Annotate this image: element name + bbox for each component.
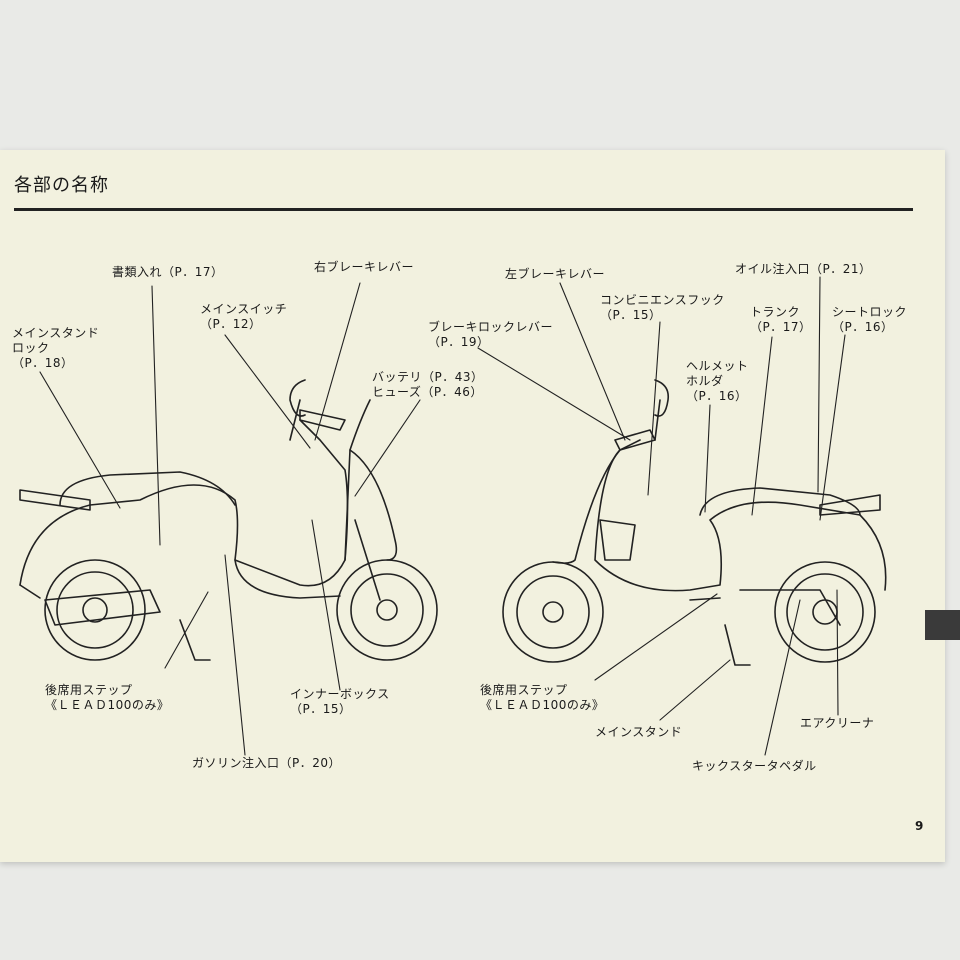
label-brake-lock-lever: ブレーキロックレバー （P．19） bbox=[428, 320, 554, 349]
label-left-brake-lever: 左ブレーキレバー bbox=[505, 267, 606, 281]
scooter-right-side-view bbox=[19, 379, 438, 661]
label-convenience-hook: コンビニエンスフック （P．15） bbox=[600, 293, 725, 322]
section-title: 各部の名称 bbox=[14, 175, 109, 196]
label-battery-fuse: バッテリ（P．43） ヒューズ（P．46） bbox=[372, 370, 484, 399]
manual-page bbox=[0, 150, 945, 862]
page-number: 9 bbox=[915, 819, 924, 833]
title-rule bbox=[14, 208, 913, 211]
section-tab bbox=[925, 610, 960, 640]
label-inner-box: インナーボックス （P．15） bbox=[290, 687, 390, 716]
label-right-brake-lever: 右ブレーキレバー bbox=[314, 260, 415, 274]
label-main-stand-lock: メインスタンド ロック （P．18） bbox=[12, 326, 100, 370]
scooter-left-side-view bbox=[502, 379, 887, 666]
label-kick-starter-pedal: キックスタータペダル bbox=[692, 759, 817, 773]
label-trunk: トランク （P．17） bbox=[750, 305, 812, 334]
label-seat-lock: シートロック （P．16） bbox=[832, 305, 908, 334]
label-helmet-holder: ヘルメット ホルダ （P．16） bbox=[686, 359, 749, 403]
label-oil-inlet: オイル注入口（P．21） bbox=[735, 262, 872, 276]
leader-lines bbox=[39, 276, 846, 756]
label-rear-step-left: 後席用ステップ 《ＬＥＡＤ100のみ》 bbox=[45, 683, 170, 712]
label-air-cleaner: エアクリーナ bbox=[800, 716, 875, 730]
label-rear-step-right: 後席用ステップ 《ＬＥＡＤ100のみ》 bbox=[480, 683, 605, 712]
label-main-stand: メインスタンド bbox=[595, 725, 683, 739]
label-main-switch: メインスイッチ （P．12） bbox=[200, 302, 288, 331]
label-document-holder: 書類入れ（P．17） bbox=[112, 265, 224, 279]
label-fuel-inlet: ガソリン注入口（P．20） bbox=[192, 756, 342, 770]
